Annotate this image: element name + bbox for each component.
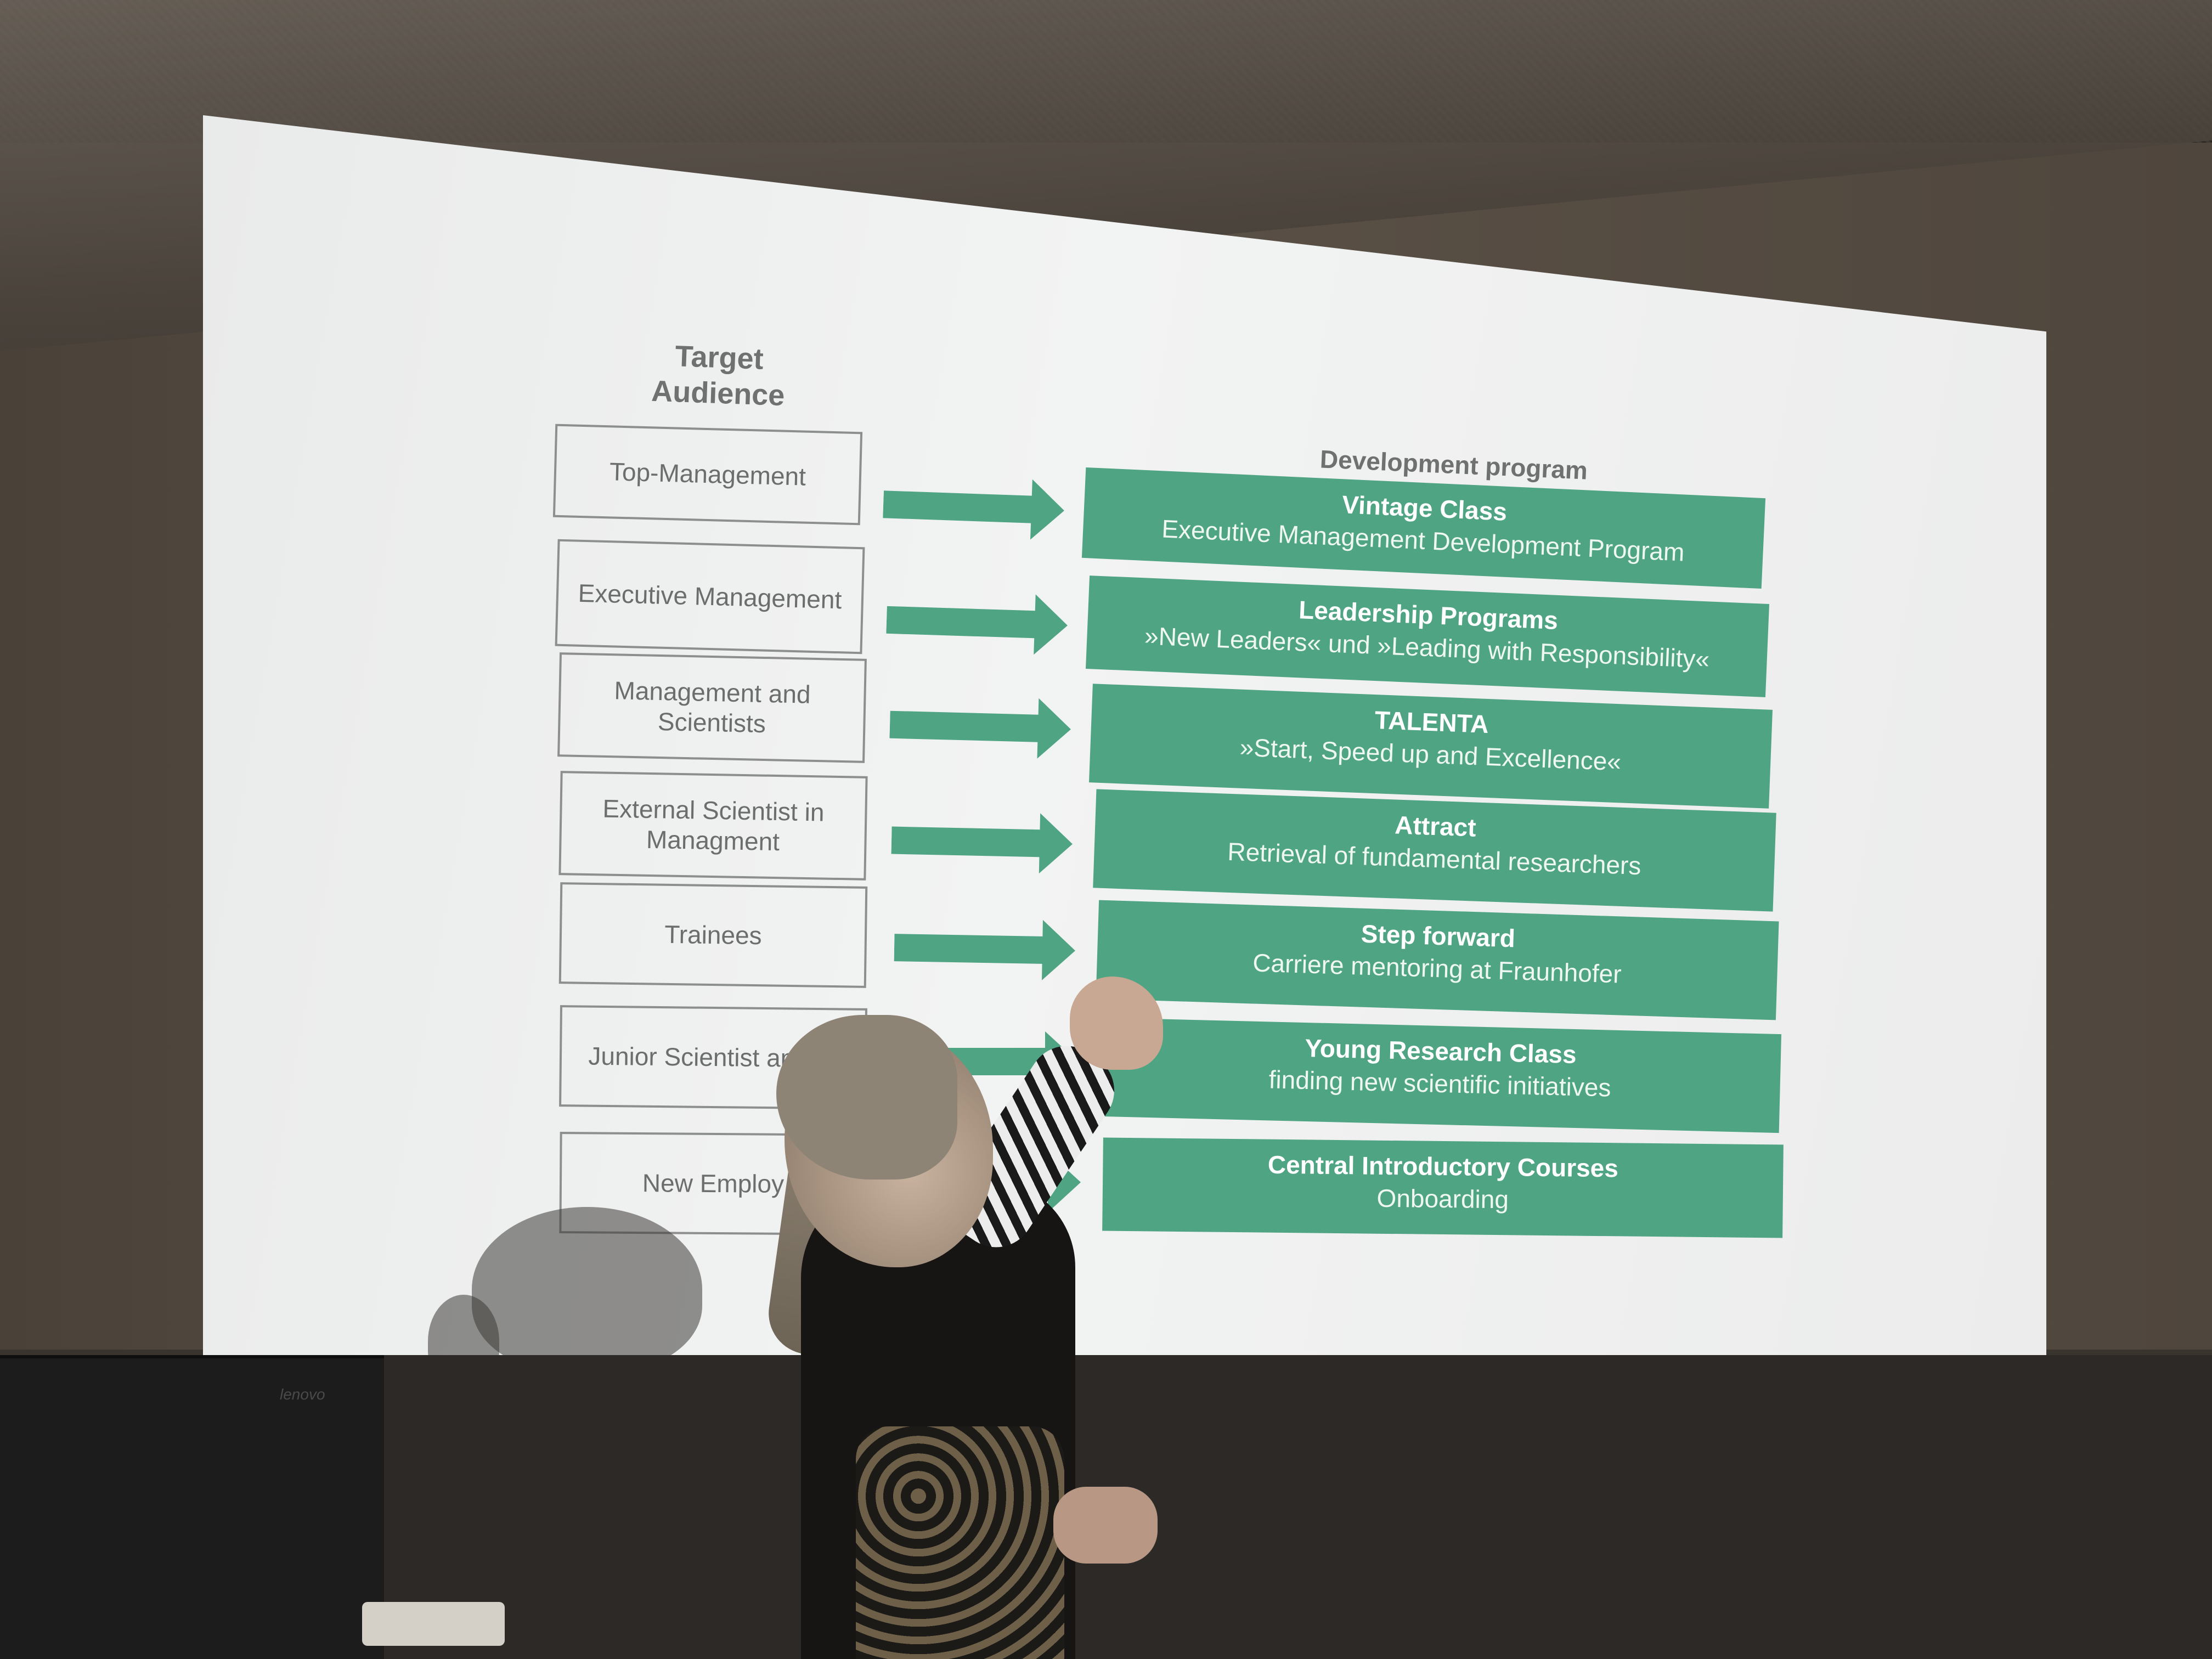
presenter-shadow [472, 1207, 702, 1372]
program-box-step-forward: Step forward Carriere mentoring at Fraun… [1096, 900, 1779, 1020]
arrow-icon-5 [894, 919, 1075, 980]
audience-box-executive-management: Executive Management [555, 539, 865, 654]
program-box-central-introductory-courses: Central Introductory Courses Onboarding [1102, 1137, 1784, 1238]
audience-box-top-management: Top-Management [552, 424, 863, 526]
presenter-lower-hand [1053, 1487, 1158, 1564]
target-audience-heading: Target Audience [651, 340, 786, 413]
program-box-young-research-class: Young Research Class finding new scienti… [1098, 1017, 1782, 1133]
program-box-leadership-programs: Leadership Programs »New Leaders« und »L… [1085, 575, 1770, 697]
arrow-icon-3 [889, 698, 1071, 759]
program-subtitle: Onboarding [1376, 1183, 1509, 1214]
laptop: lenovo [0, 1355, 384, 1659]
program-box-talenta: TALENTA »Start, Speed up and Excellence« [1089, 684, 1773, 809]
audience-box-management-scientists: Management and Scientists [557, 652, 867, 763]
arrow-icon-1 [883, 479, 1064, 540]
arrow-icon-2 [886, 594, 1068, 655]
program-box-vintage-class: Vintage Class Executive Management Devel… [1081, 467, 1766, 589]
presenter-patterned-top [856, 1426, 1064, 1659]
audience-box-external-scientist: External Scientist in Managment [558, 771, 868, 881]
program-box-attract: Attract Retrieval of fundamental researc… [1093, 789, 1776, 912]
audience-box-trainees: Trainees [558, 882, 868, 988]
papers-on-desk [362, 1602, 505, 1646]
presenter-pointing-hand [1070, 977, 1163, 1070]
laptop-brand-label: lenovo [280, 1386, 325, 1403]
arrow-icon-6 [897, 1031, 1078, 1092]
presenter-hair [776, 1015, 957, 1180]
arrow-icon-4 [891, 813, 1073, 874]
